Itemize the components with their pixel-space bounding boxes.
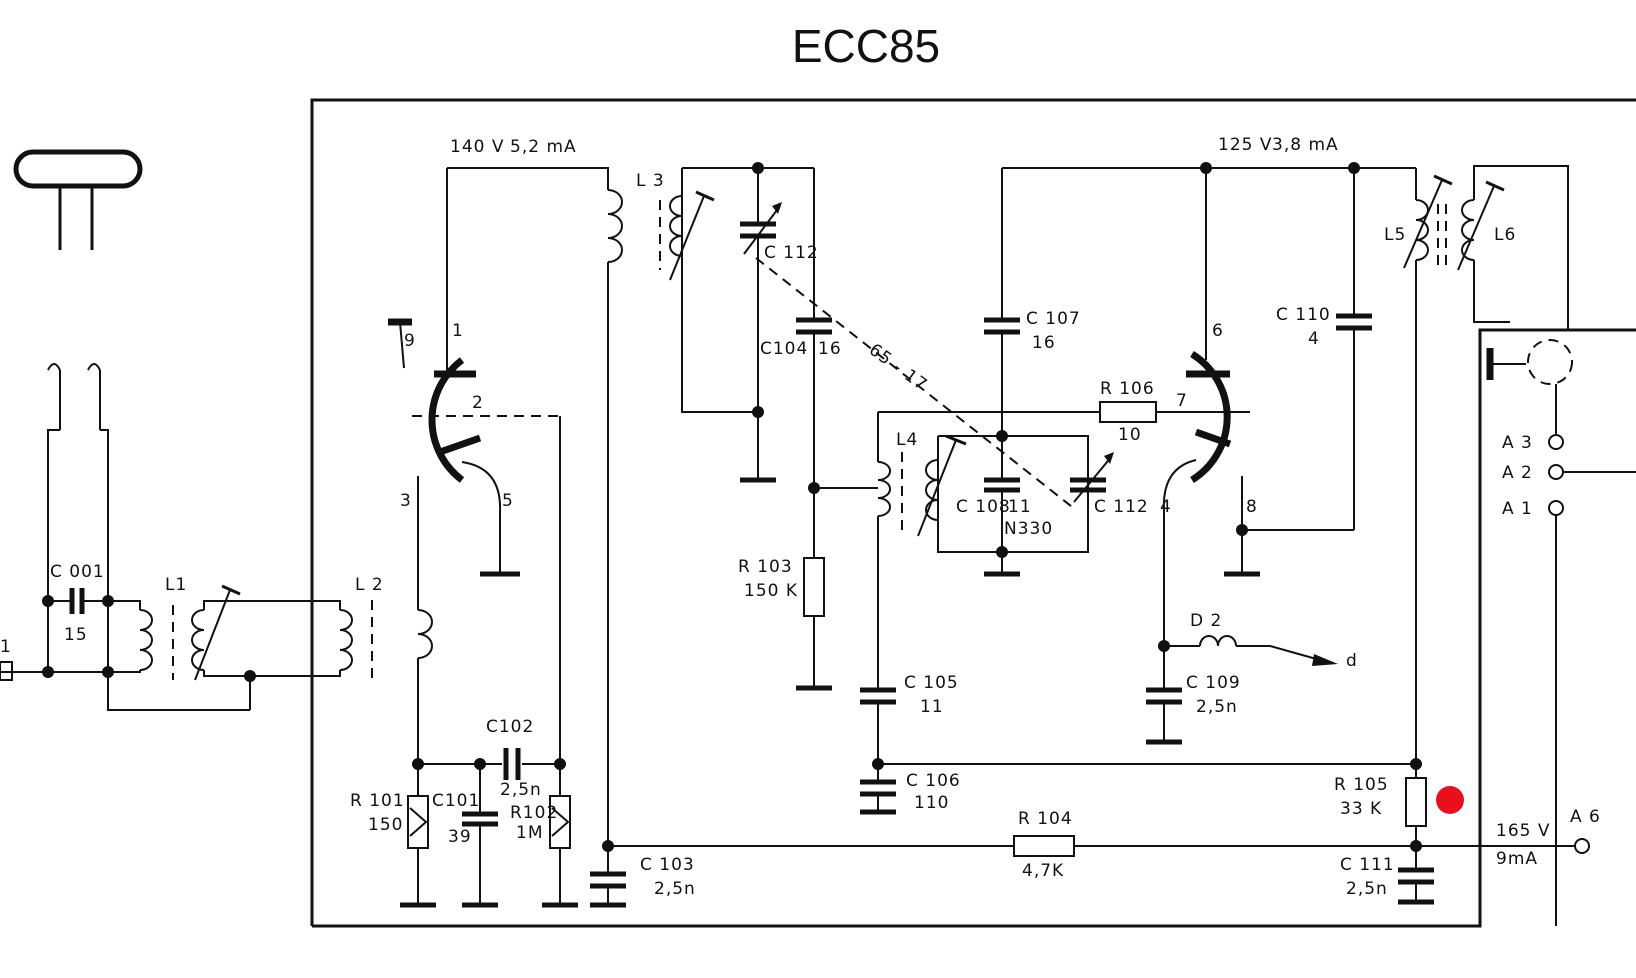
c108-label: C 108 xyxy=(956,497,1011,517)
c105-value: 11 xyxy=(920,697,944,717)
c104-label: C104 xyxy=(760,339,808,359)
pin-8-label: 8 xyxy=(1246,497,1258,517)
pin-4-label: 4 xyxy=(1160,497,1172,517)
terminal-strip xyxy=(1548,434,1636,926)
c108-value: 11 xyxy=(1008,497,1032,517)
detector-network xyxy=(1146,635,1338,745)
pin-9-label: 9 xyxy=(404,331,416,351)
c102-label: C102 xyxy=(486,717,534,737)
c109-value: 2,5n xyxy=(1196,697,1238,717)
terminal-a2-label: A 2 xyxy=(1502,463,1533,483)
terminal-a6-label: A 6 xyxy=(1570,807,1601,827)
l1-label: L1 xyxy=(165,575,187,595)
r105-label: R 105 xyxy=(1334,775,1389,795)
pin-7-label: 7 xyxy=(1176,391,1188,411)
c103-label: C 103 xyxy=(640,855,695,875)
l5-label: L5 xyxy=(1384,225,1406,245)
pin-5-label: 5 xyxy=(502,491,514,511)
l4-label: L4 xyxy=(896,430,918,450)
supply-main-voltage: 165 V xyxy=(1496,821,1550,841)
c112a-label: C 112 xyxy=(764,243,819,263)
c108-extra: N330 xyxy=(1004,519,1053,539)
cathode-network xyxy=(400,748,578,908)
l3-tank xyxy=(659,162,832,558)
supply-main-current: 9mA xyxy=(1496,849,1538,869)
c106-value: 110 xyxy=(914,793,949,813)
c111-value: 2,5n xyxy=(1346,879,1388,899)
pin-3-label: 3 xyxy=(400,491,412,511)
schematic-title: ECC85 xyxy=(792,20,940,72)
c107-value: 16 xyxy=(1032,333,1056,353)
c106-label: C 106 xyxy=(906,771,961,791)
c103-value: 2,5n xyxy=(654,879,696,899)
l4-tank xyxy=(796,411,1114,691)
r103-label: R 103 xyxy=(738,557,793,577)
antenna-symbol xyxy=(13,149,143,672)
pin-2-label: 2 xyxy=(472,393,484,413)
d2-output-label: d xyxy=(1346,651,1358,671)
supply-right-voltage: 125 V xyxy=(1218,135,1272,155)
c103-capacitor xyxy=(590,846,626,908)
r104-resistor xyxy=(1013,835,1075,857)
supply-left-current: 5,2 mA xyxy=(510,137,577,157)
upper-right-network xyxy=(984,162,1404,531)
r104-value: 4,7K xyxy=(1022,861,1064,881)
c109-label: C 109 xyxy=(1186,673,1241,693)
r101-label: R 101 xyxy=(350,791,405,811)
r101-value: 150 xyxy=(368,815,403,835)
l2-label: L 2 xyxy=(355,575,384,595)
c001-value: 15 xyxy=(64,625,88,645)
pin-1-label: 1 xyxy=(452,321,464,341)
c111-label: C 111 xyxy=(1340,855,1395,875)
r106-label: R 106 xyxy=(1100,379,1155,399)
c110-value: 4 xyxy=(1308,329,1320,349)
c102-value: 2,5n xyxy=(500,780,542,800)
r105-c111-network xyxy=(1398,764,1575,905)
pin-6-label: 6 xyxy=(1212,321,1224,341)
supply-left-voltage: 140 V xyxy=(450,137,504,157)
c101-label: C101 xyxy=(432,791,480,811)
c001-label: C 001 xyxy=(50,562,105,582)
r102-label: R102 xyxy=(510,803,558,823)
supply-right-current: 3,8 mA xyxy=(1272,135,1339,155)
l3-label: L 3 xyxy=(636,171,665,191)
decoupling-network xyxy=(860,687,1422,815)
c107-label: C 107 xyxy=(1026,309,1081,329)
r106-value: 10 xyxy=(1118,425,1142,445)
c112b-label: C 112 xyxy=(1094,497,1149,517)
c104-value: 16 xyxy=(818,339,842,359)
c101-value: 39 xyxy=(448,827,472,847)
r102-value: 1M xyxy=(516,823,543,843)
r103-value: 150 K xyxy=(744,581,798,601)
right-triode xyxy=(1158,351,1260,652)
c105-label: C 105 xyxy=(904,673,959,693)
highlight-marker xyxy=(1436,786,1464,814)
shield-enclosure xyxy=(310,98,1636,928)
input-section xyxy=(0,584,373,711)
input-terminal-label: 1 xyxy=(0,637,12,657)
left-triode xyxy=(388,167,623,852)
output-transformer xyxy=(1403,165,1573,764)
terminal-a3-label: A 3 xyxy=(1502,433,1533,453)
r105-value: 33 K xyxy=(1340,799,1382,819)
r104-label: R 104 xyxy=(1018,809,1073,829)
c110-label: C 110 xyxy=(1276,305,1331,325)
terminal-a1-label: A 1 xyxy=(1502,499,1533,519)
d2-label: D 2 xyxy=(1190,611,1222,631)
ganged-link-label: 65 - 17 xyxy=(865,340,931,396)
l6-label: L6 xyxy=(1494,225,1516,245)
